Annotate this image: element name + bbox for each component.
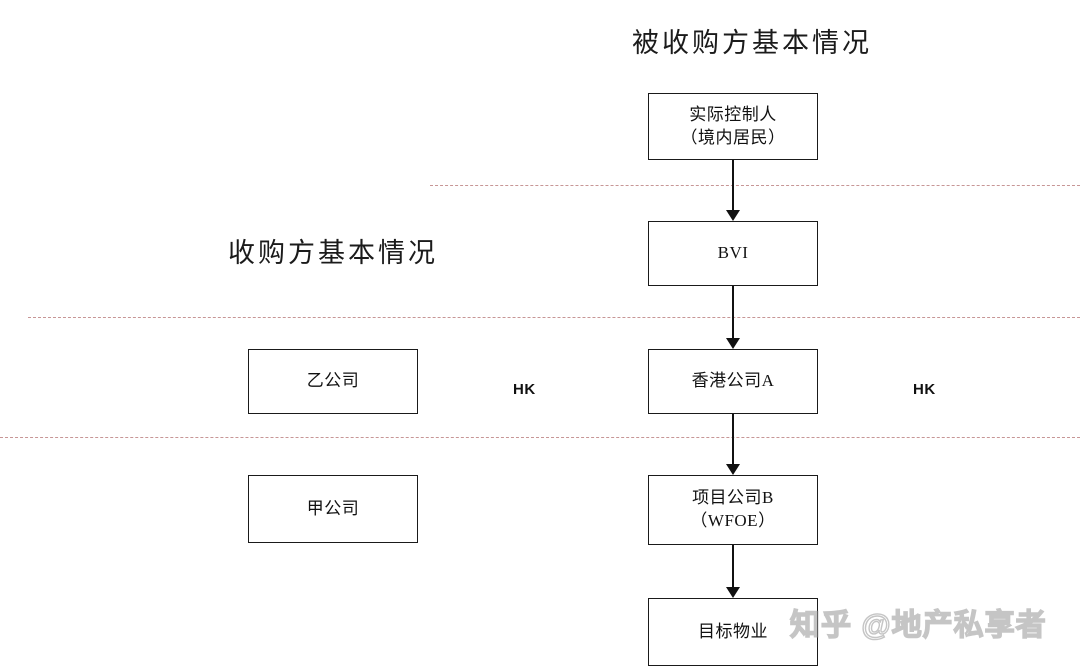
jurisdiction-label-hk-right: HK <box>913 381 936 398</box>
node-project-company-b-line1: 项目公司B <box>692 488 774 508</box>
arrow-stem <box>732 545 735 587</box>
node-company-jia[interactable]: 甲公司 <box>248 475 418 543</box>
node-bvi[interactable]: BVI <box>648 221 818 286</box>
arrow-head-icon <box>726 338 740 349</box>
divider-onshore <box>0 437 1080 438</box>
node-hong-kong-company-a[interactable]: 香港公司A <box>648 349 818 414</box>
section-title-acquired: 被收购方基本情况 <box>632 28 872 58</box>
arrow-wfoe-to-target-property <box>725 545 741 598</box>
arrow-head-icon <box>726 464 740 475</box>
node-actual-controller-line1: 实际控制人 <box>689 104 777 124</box>
node-company-yi[interactable]: 乙公司 <box>248 349 418 414</box>
node-actual-controller-line2: （境内居民） <box>680 127 786 147</box>
arrow-controller-to-bvi <box>725 160 741 221</box>
watermark: 知乎 @地产私享者 <box>789 608 1047 642</box>
section-title-acquirer: 收购方基本情况 <box>228 238 438 268</box>
arrow-head-icon <box>726 210 740 221</box>
arrow-bvi-to-hong-kong-company-a <box>725 286 741 349</box>
node-hong-kong-company-a-label: 香港公司A <box>691 371 775 391</box>
node-bvi-label: BVI <box>717 243 749 263</box>
node-actual-controller[interactable]: 实际控制人 （境内居民） <box>648 93 818 160</box>
node-project-company-b-line2: （WFOE） <box>690 511 776 530</box>
arrow-stem <box>732 414 735 464</box>
arrow-hong-kong-company-a-to-wfoe <box>725 414 741 475</box>
node-company-yi-label: 乙公司 <box>306 371 360 391</box>
node-target-property[interactable]: 目标物业 <box>648 598 818 666</box>
divider-offshore <box>430 185 1080 186</box>
node-target-property-label: 目标物业 <box>698 621 768 641</box>
node-project-company-b-wfoe[interactable]: 项目公司B （WFOE） <box>648 475 818 545</box>
node-company-jia-label: 甲公司 <box>306 498 360 518</box>
arrow-head-icon <box>726 587 740 598</box>
arrow-stem <box>732 286 735 338</box>
divider-hk <box>28 317 1080 318</box>
jurisdiction-label-hk-left: HK <box>513 381 536 398</box>
arrow-stem <box>732 160 735 210</box>
